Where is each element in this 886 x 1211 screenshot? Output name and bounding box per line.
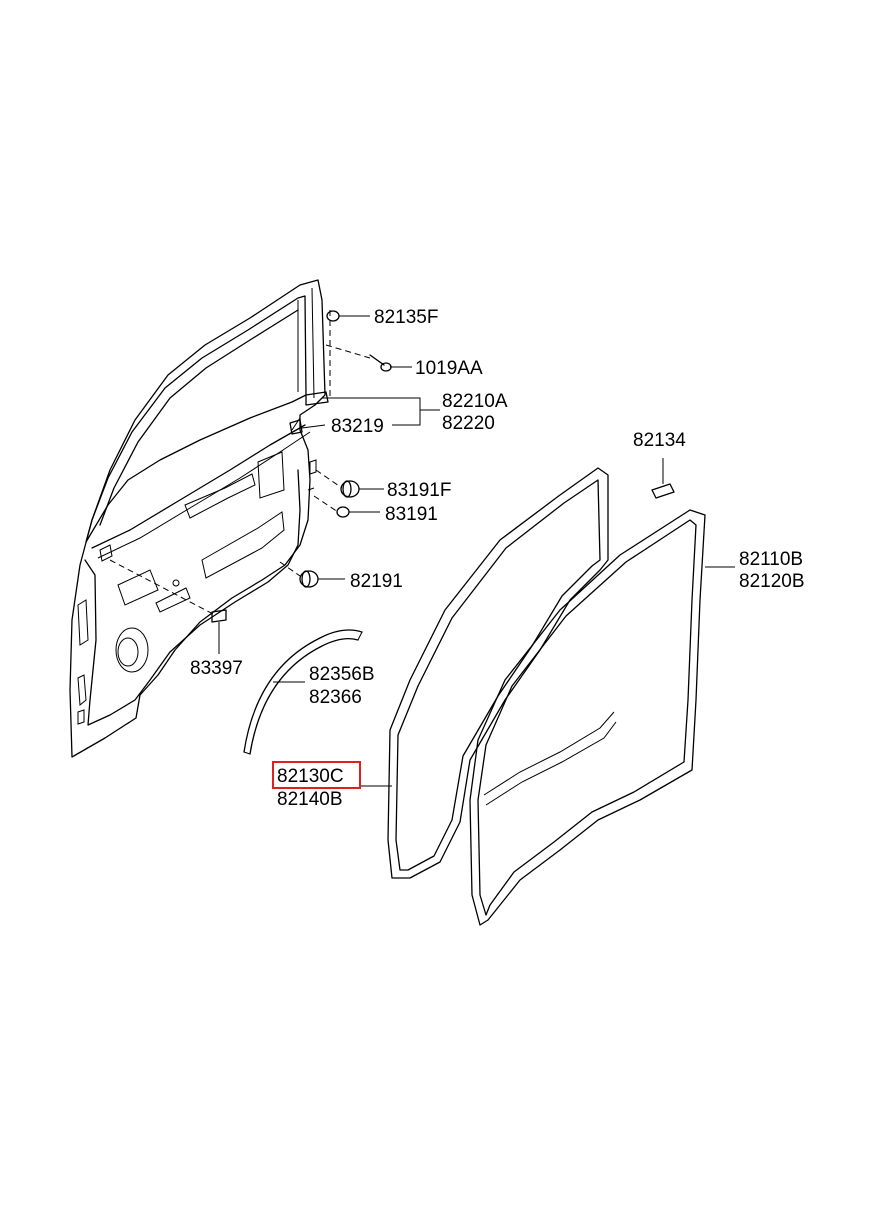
label-82140b[interactable]: 82140B [277, 789, 343, 810]
82210a-handle-rod-icon [305, 391, 329, 406]
82110b-weatherstrip [469, 509, 706, 926]
83219-clip-icon [289, 419, 303, 435]
label-83219[interactable]: 83219 [331, 416, 384, 437]
part-labels: 82135F 1019AA 82210A 82220 83219 83191F … [190, 307, 805, 810]
82191-plug-icon [299, 570, 319, 588]
label-82366[interactable]: 82366 [309, 687, 362, 708]
82135f-clip-icon [326, 310, 340, 322]
label-82220[interactable]: 82220 [442, 413, 495, 434]
label-82130c[interactable]: 82130C [277, 766, 344, 787]
label-82356b[interactable]: 82356B [309, 664, 375, 685]
label-83191[interactable]: 83191 [385, 504, 438, 525]
83191-plug-icon [336, 506, 350, 518]
1019aa-screw-icon [369, 354, 392, 372]
label-82120b[interactable]: 82120B [739, 571, 805, 592]
label-82210a[interactable]: 82210A [442, 391, 508, 412]
label-82191[interactable]: 82191 [350, 571, 403, 592]
label-82135f[interactable]: 82135F [374, 307, 438, 328]
82130c-weatherstrip [387, 467, 609, 879]
label-83191f[interactable]: 83191F [387, 480, 451, 501]
label-1019aa[interactable]: 1019AA [415, 358, 483, 379]
82134-tape-icon [651, 483, 675, 499]
door-panel [69, 279, 326, 758]
83397-pad-icon [211, 609, 227, 623]
label-82110b[interactable]: 82110B [739, 549, 803, 570]
highlight-box [272, 761, 361, 789]
82356b-trim-strip [243, 629, 363, 755]
label-82134[interactable]: 82134 [633, 430, 686, 451]
83191f-plug-icon [340, 480, 360, 498]
leader-lines [109, 310, 735, 787]
label-83397[interactable]: 83397 [190, 658, 243, 679]
